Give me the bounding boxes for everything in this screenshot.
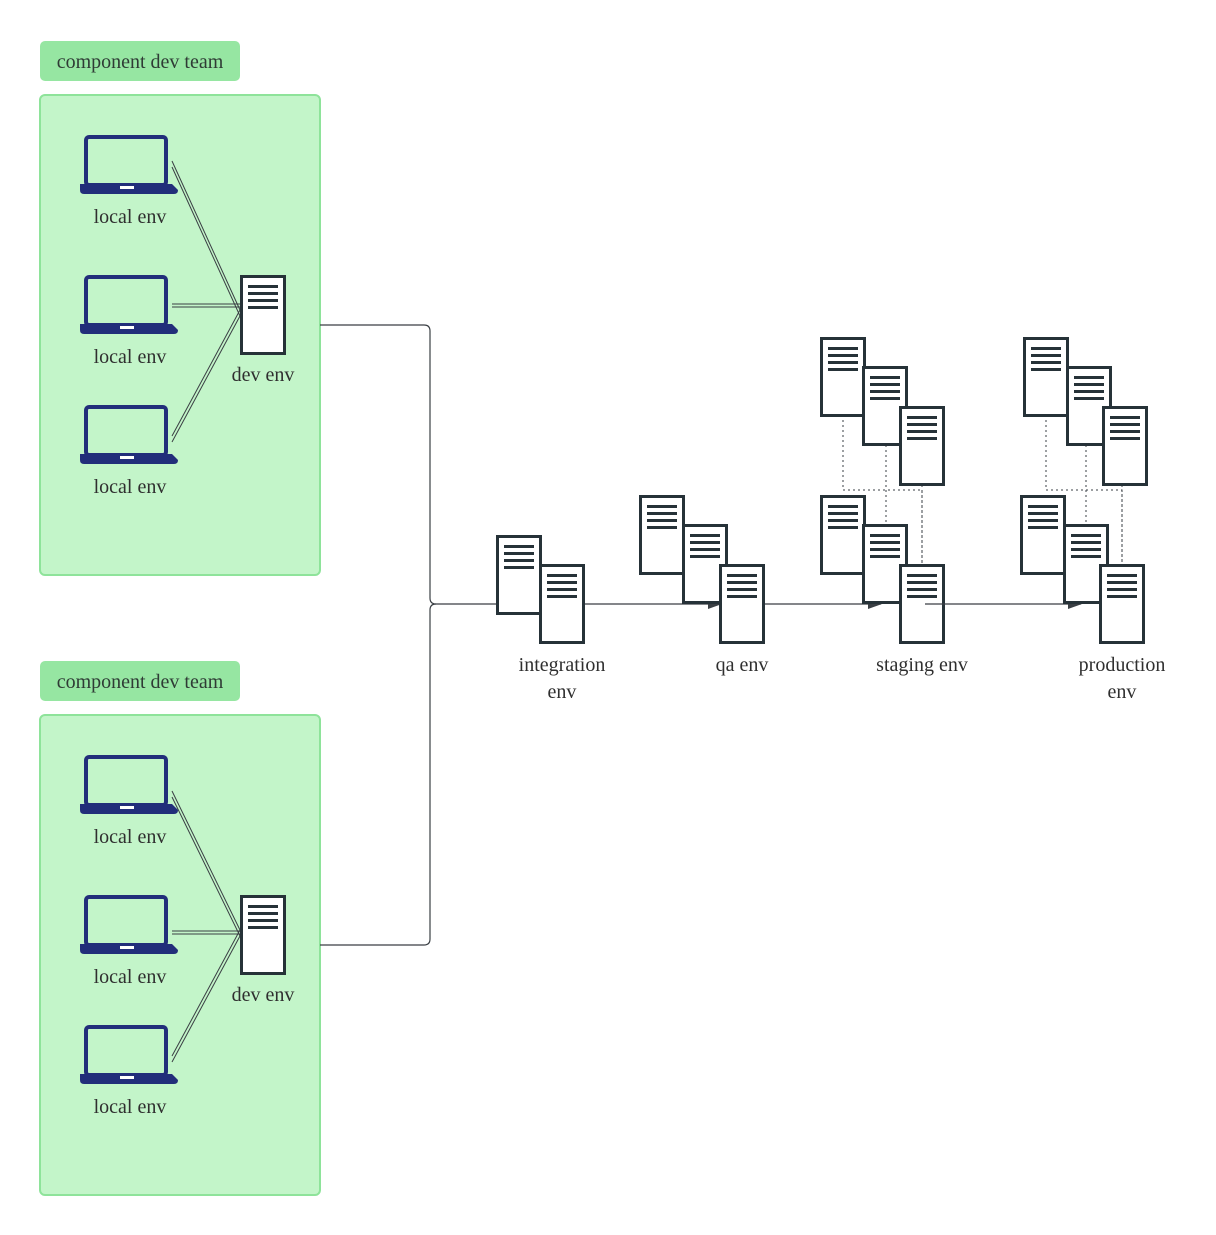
local-env-label: local env: [94, 1096, 167, 1118]
integration-env-label-line2: env: [548, 681, 577, 703]
server-icon: [820, 337, 866, 417]
team-tag-label: component dev team: [57, 671, 224, 693]
server-icon: [1020, 495, 1066, 575]
qa-env-node: qa env: [639, 495, 769, 676]
team-group-1: component dev team local env local env l…: [39, 41, 321, 576]
team-tag: [40, 661, 240, 701]
team-tag: [40, 41, 240, 81]
local-env-label: local env: [94, 346, 167, 368]
server-icon: [1099, 564, 1145, 644]
production-replication-links: [1045, 415, 1123, 564]
local-env-label: local env: [94, 476, 167, 498]
server-icon: [899, 406, 945, 486]
production-env-node: production env: [1020, 337, 1166, 703]
server-icon: [719, 564, 765, 644]
dev-env-label: dev env: [232, 984, 295, 1006]
integration-env-label-line1: integration: [519, 654, 606, 676]
production-env-label-line2: env: [1108, 681, 1137, 703]
local-env-label: local env: [94, 966, 167, 988]
dev-env-label: dev env: [232, 364, 295, 386]
server-icon: [1102, 406, 1148, 486]
local-env-label: local env: [94, 826, 167, 848]
team-group-2: component dev team local env local env l…: [39, 661, 321, 1196]
server-icon: [240, 895, 286, 975]
team-to-integration-connectors: [320, 324, 538, 946]
server-icon: [639, 495, 685, 575]
staging-env-label: staging env: [876, 654, 968, 676]
local-dev-links: [171, 160, 241, 443]
local-dev-links: [171, 790, 241, 1063]
server-icon: [539, 564, 585, 644]
server-icon: [496, 535, 542, 615]
integration-env-node: integration env: [496, 535, 606, 703]
team-tag-label: component dev team: [57, 51, 224, 73]
staging-env-node: staging env: [820, 337, 968, 676]
production-env-label-line1: production: [1079, 654, 1166, 676]
local-env-label: local env: [94, 206, 167, 228]
qa-env-label: qa env: [716, 654, 769, 676]
server-icon: [1023, 337, 1069, 417]
server-icon: [820, 495, 866, 575]
staging-replication-links: [842, 415, 923, 564]
server-icon: [240, 275, 286, 355]
